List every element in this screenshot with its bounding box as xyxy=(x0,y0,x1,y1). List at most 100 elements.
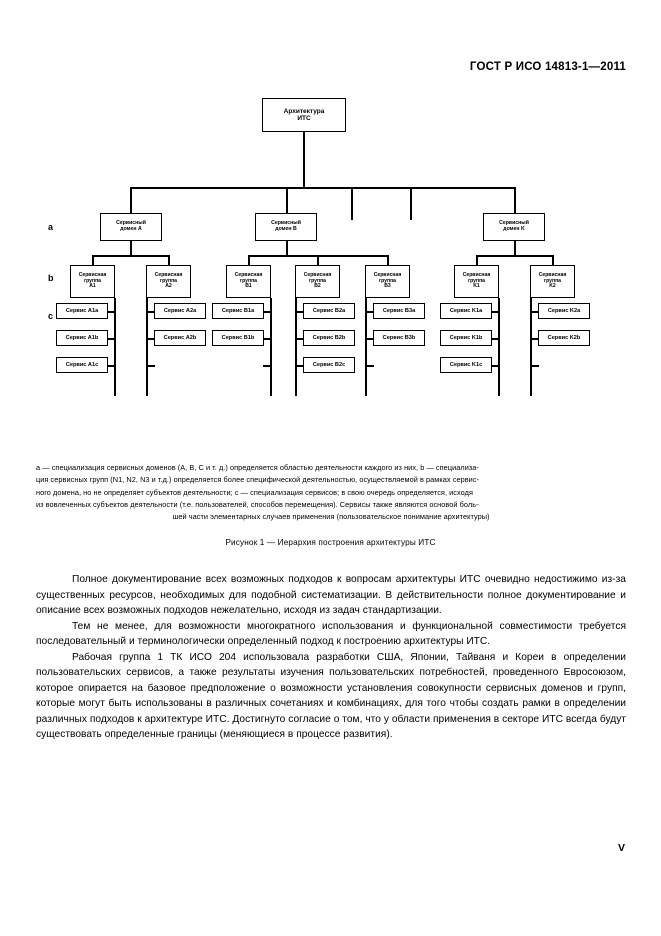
connector-group-b1-drop xyxy=(248,255,250,265)
page-header-standard-id: ГОСТ Р ИСО 14813-1—2011 xyxy=(469,61,626,73)
body-paragraph-1: Полное документирование всех возможных п… xyxy=(36,574,626,617)
service-box-a1a-label: Сервис A1a xyxy=(65,307,99,314)
connector-root-stem xyxy=(303,132,305,188)
connector-domain-b-stem xyxy=(286,241,288,256)
connector-group-a2-drop xyxy=(168,255,170,265)
connector-tick-k1a xyxy=(491,311,499,313)
service-box-a1c: Сервис A1c xyxy=(56,357,108,373)
node-service-domain-a-line2: домен A xyxy=(120,226,142,232)
node-service-group-b1-line2: группа xyxy=(240,277,257,284)
service-box-a1b-label: Сервис A1b xyxy=(65,334,99,341)
connector-tick-b2c xyxy=(295,365,304,367)
figure-caption-line-1: a — специализация сервисных доменов (А, … xyxy=(36,463,479,472)
connector-tick-a1b xyxy=(107,338,115,340)
connector-spine-a2 xyxy=(146,298,149,396)
row-label-b: b xyxy=(48,273,54,283)
node-service-group-b3-line1: Сервисная xyxy=(373,272,402,279)
connector-spine-b2 xyxy=(295,298,298,396)
service-box-b3a: Сервис B3a xyxy=(373,303,425,319)
connector-tick-a1a xyxy=(107,311,115,313)
row-label-c: c xyxy=(48,311,54,321)
node-service-domain-a-line1: Сервисный xyxy=(116,220,146,227)
node-service-group-b1: Сервисная группа B1 xyxy=(226,265,271,298)
service-box-b2b: Сервис B2b xyxy=(303,330,355,346)
figure-caption-line-5: шей части элементарных случаев применени… xyxy=(172,512,490,522)
connector-group-k2-drop xyxy=(552,255,554,265)
connector-group-k1-drop xyxy=(476,255,478,265)
service-box-k1c: Сервис K1c xyxy=(440,357,492,373)
service-box-b2c: Сервис B2c xyxy=(303,357,355,373)
connector-tick-b1-empty xyxy=(263,365,271,367)
node-service-group-a1-line3: A1 xyxy=(89,283,96,290)
connector-tick-b1b xyxy=(263,338,271,340)
service-box-b1a: Сервис B1a xyxy=(212,303,264,319)
connector-group-b3-drop xyxy=(387,255,389,265)
node-service-group-k2-line3: K2 xyxy=(549,283,556,290)
connector-tick-b1a xyxy=(263,311,271,313)
service-box-a1b: Сервис A1b xyxy=(56,330,108,346)
figure-caption-line-2: ция сервисных групп (N1, N2, N3 и т.д.) … xyxy=(36,475,480,485)
node-service-domain-b-line2: домен B xyxy=(275,226,297,232)
node-service-group-b2-line1: Сервисная xyxy=(303,272,332,279)
service-box-b3b-label: Сервис B3b xyxy=(382,334,416,341)
node-service-group-b3: Сервисная группа B3 xyxy=(365,265,410,298)
connector-bus-drop-b xyxy=(286,187,288,213)
node-service-group-b2-line3: B2 xyxy=(314,283,321,290)
connector-bus-drop-k xyxy=(514,187,516,213)
service-box-a2b: Сервис A2b xyxy=(154,330,206,346)
service-box-k1a-label: Сервис K1a xyxy=(449,307,483,314)
node-its-architecture-line1: Архитектура xyxy=(283,107,325,115)
node-service-group-b1-line1: Сервисная xyxy=(234,272,263,279)
connector-tick-k2-empty xyxy=(530,365,539,367)
connector-tick-a2b xyxy=(146,338,155,340)
figure-caption-legend: a — специализация сервисных доменов (А, … xyxy=(36,462,626,524)
connector-tick-b2b xyxy=(295,338,304,340)
node-service-domain-k: Сервисный домен K xyxy=(483,213,545,241)
node-service-group-k2-line2: группа xyxy=(544,277,561,284)
service-box-a2a-label: Сервис A2a xyxy=(163,307,197,314)
node-service-group-k1-line1: Сервисная xyxy=(462,272,491,279)
service-box-b1b-label: Сервис B1b xyxy=(221,334,255,341)
service-box-k1a: Сервис K1a xyxy=(440,303,492,319)
connector-tick-b3a xyxy=(365,311,374,313)
service-box-k1c-label: Сервис K1c xyxy=(449,361,483,368)
connector-tick-b2a xyxy=(295,311,304,313)
node-service-group-b3-line3: B3 xyxy=(384,283,391,290)
node-service-group-a2: Сервисная группа A2 xyxy=(146,265,191,298)
service-box-k1b: Сервис K1b xyxy=(440,330,492,346)
service-box-b1b: Сервис B1b xyxy=(212,330,264,346)
service-box-b3a-label: Сервис B3a xyxy=(382,307,416,314)
service-box-k1b-label: Сервис K1b xyxy=(449,334,483,341)
connector-group-a1-drop xyxy=(92,255,94,265)
node-service-group-k1-line2: группа xyxy=(468,277,485,284)
node-service-group-b1-line3: B1 xyxy=(245,283,252,290)
connector-spine-k2 xyxy=(530,298,533,396)
node-service-group-a1: Сервисная группа A1 xyxy=(70,265,115,298)
service-box-b2a: Сервис B2a xyxy=(303,303,355,319)
node-its-architecture-line2: ИТС xyxy=(297,115,311,122)
body-paragraph-3: Рабочая группа 1 ТК ИСО 204 использовала… xyxy=(36,651,626,741)
connector-spine-k1 xyxy=(498,298,501,396)
node-service-group-a2-line3: A2 xyxy=(165,283,172,290)
service-box-b2a-label: Сервис B2a xyxy=(312,307,346,314)
node-service-domain-b-line1: Сервисный xyxy=(271,220,301,227)
node-service-group-a1-line1: Сервисная xyxy=(78,272,107,279)
node-service-domain-k-line1: Сервисный xyxy=(499,220,529,227)
service-box-k2a: Сервис K2a xyxy=(538,303,590,319)
connector-tick-a1c xyxy=(107,365,115,367)
node-service-domain-b: Сервисный домен B xyxy=(255,213,317,241)
node-service-group-b2-line2: группа xyxy=(309,277,326,284)
connector-tick-b3-empty xyxy=(365,365,374,367)
service-box-a1a: Сервис A1a xyxy=(56,303,108,319)
service-box-a2a: Сервис A2a xyxy=(154,303,206,319)
node-service-group-k2: Сервисная группа K2 xyxy=(530,265,575,298)
connector-bus-stub-1 xyxy=(351,187,353,220)
node-service-group-k1: Сервисная группа K1 xyxy=(454,265,499,298)
node-service-group-a2-line1: Сервисная xyxy=(154,272,183,279)
service-box-b2c-label: Сервис B2c xyxy=(312,361,346,368)
connector-bus-stub-2 xyxy=(410,187,412,220)
service-box-b2b-label: Сервис B2b xyxy=(312,334,346,341)
service-box-a1c-label: Сервис A1c xyxy=(65,361,99,368)
node-service-group-k2-line1: Сервисная xyxy=(538,272,567,279)
